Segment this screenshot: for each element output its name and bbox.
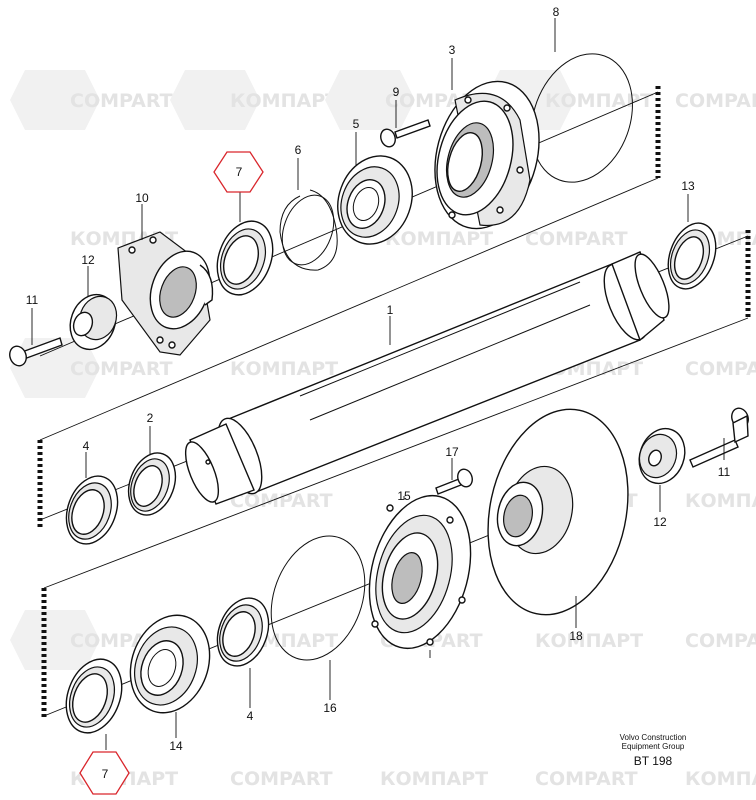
watermark-text: КОМПАРТ: [385, 228, 493, 250]
part-3-hub-flange: [434, 80, 540, 230]
callout-2: 2: [147, 411, 154, 425]
watermark-text: КОМПАРТ: [380, 768, 488, 790]
watermark-text: КОМПАРТ: [230, 358, 338, 380]
watermark-text: COMPART: [70, 90, 173, 112]
part-15-cover: [368, 494, 472, 650]
callout-7-upper: 7: [236, 165, 243, 179]
callout-7-lower: 7: [102, 767, 109, 781]
callout-1: 1: [387, 303, 394, 317]
hex-marker-upper: [213, 151, 264, 193]
part-18-hub-disc: [487, 408, 629, 616]
part-11-bolt-right: [689, 407, 749, 468]
callout-4-middle: 4: [83, 439, 90, 453]
part-7-seal-ring-lower: [65, 658, 123, 734]
watermark-text: COMPART: [685, 358, 756, 380]
callout-11-upper: 11: [26, 293, 39, 307]
watermark-text: COMPART: [70, 358, 173, 380]
callout-6: 6: [295, 143, 302, 157]
part-9-bolt: [380, 119, 431, 148]
caption-company-line2: Equipment Group: [622, 742, 685, 751]
watermark-text: КОМПАРТ: [545, 90, 653, 112]
callout-13: 13: [681, 179, 695, 193]
callout-3: 3: [449, 43, 456, 57]
callout-16: 16: [323, 701, 337, 715]
callout-5: 5: [353, 117, 360, 131]
part-5-bearing: [337, 155, 413, 245]
callout-10: 10: [135, 191, 149, 205]
callout-14: 14: [169, 739, 183, 753]
watermark-text: КОМПАРТ: [535, 630, 643, 652]
watermark-text: КОМПАРТ: [230, 90, 338, 112]
part-17-bolt: [435, 468, 473, 495]
part-8-o-ring: [531, 53, 633, 183]
callout-12-upper: 12: [81, 253, 95, 267]
part-13-ring: [667, 222, 717, 290]
watermark-text: COMPART: [685, 630, 756, 652]
caption-figure-code: BT 198: [634, 754, 673, 768]
part-4-seal-lower: [216, 597, 270, 667]
part-12-washer-right: [638, 427, 686, 485]
callout-18: 18: [569, 629, 583, 643]
caption-company-line1: Volvo Construction: [620, 733, 687, 742]
part-11-bolt-upper: [9, 337, 63, 367]
watermark-text: COMPART: [675, 90, 756, 112]
part-6-snap-ring: [279, 189, 338, 271]
part-1-shaft: [184, 251, 670, 505]
bracket-lines: [37, 86, 751, 718]
part-10-yoke-flange: [117, 231, 214, 356]
watermark-text: COMPART: [535, 768, 638, 790]
watermark-text: COMPART: [230, 768, 333, 790]
callout-15-lead: 15: [397, 489, 411, 503]
part-2-ring: [127, 452, 177, 516]
part-12-washer-upper: [69, 293, 118, 351]
callout-4-lower: 4: [247, 709, 254, 723]
watermark-text: КОМПАРТ: [685, 490, 756, 512]
hex-marker-lower: [79, 751, 130, 795]
part-7-seal-ring-upper: [216, 220, 274, 296]
callout-12-right: 12: [653, 515, 667, 529]
part-16-o-ring: [270, 535, 366, 661]
part-4-seal-middle: [65, 475, 119, 545]
watermark-text: КОМПАРТ: [685, 768, 756, 790]
figure-caption: Volvo Construction Equipment Group BT 19…: [620, 733, 687, 768]
leader-lines: [31, 18, 725, 750]
callout-11-right: 11: [718, 465, 731, 479]
callout-labels: 8 3 9 5 6 7 10 12 11 13 1 2 4 17 11 15 1…: [26, 5, 731, 781]
watermark-text: COMPART: [525, 228, 628, 250]
part-14-bearing: [129, 614, 211, 714]
callout-9: 9: [393, 85, 400, 99]
callout-8: 8: [553, 5, 560, 19]
callout-17: 17: [445, 445, 459, 459]
